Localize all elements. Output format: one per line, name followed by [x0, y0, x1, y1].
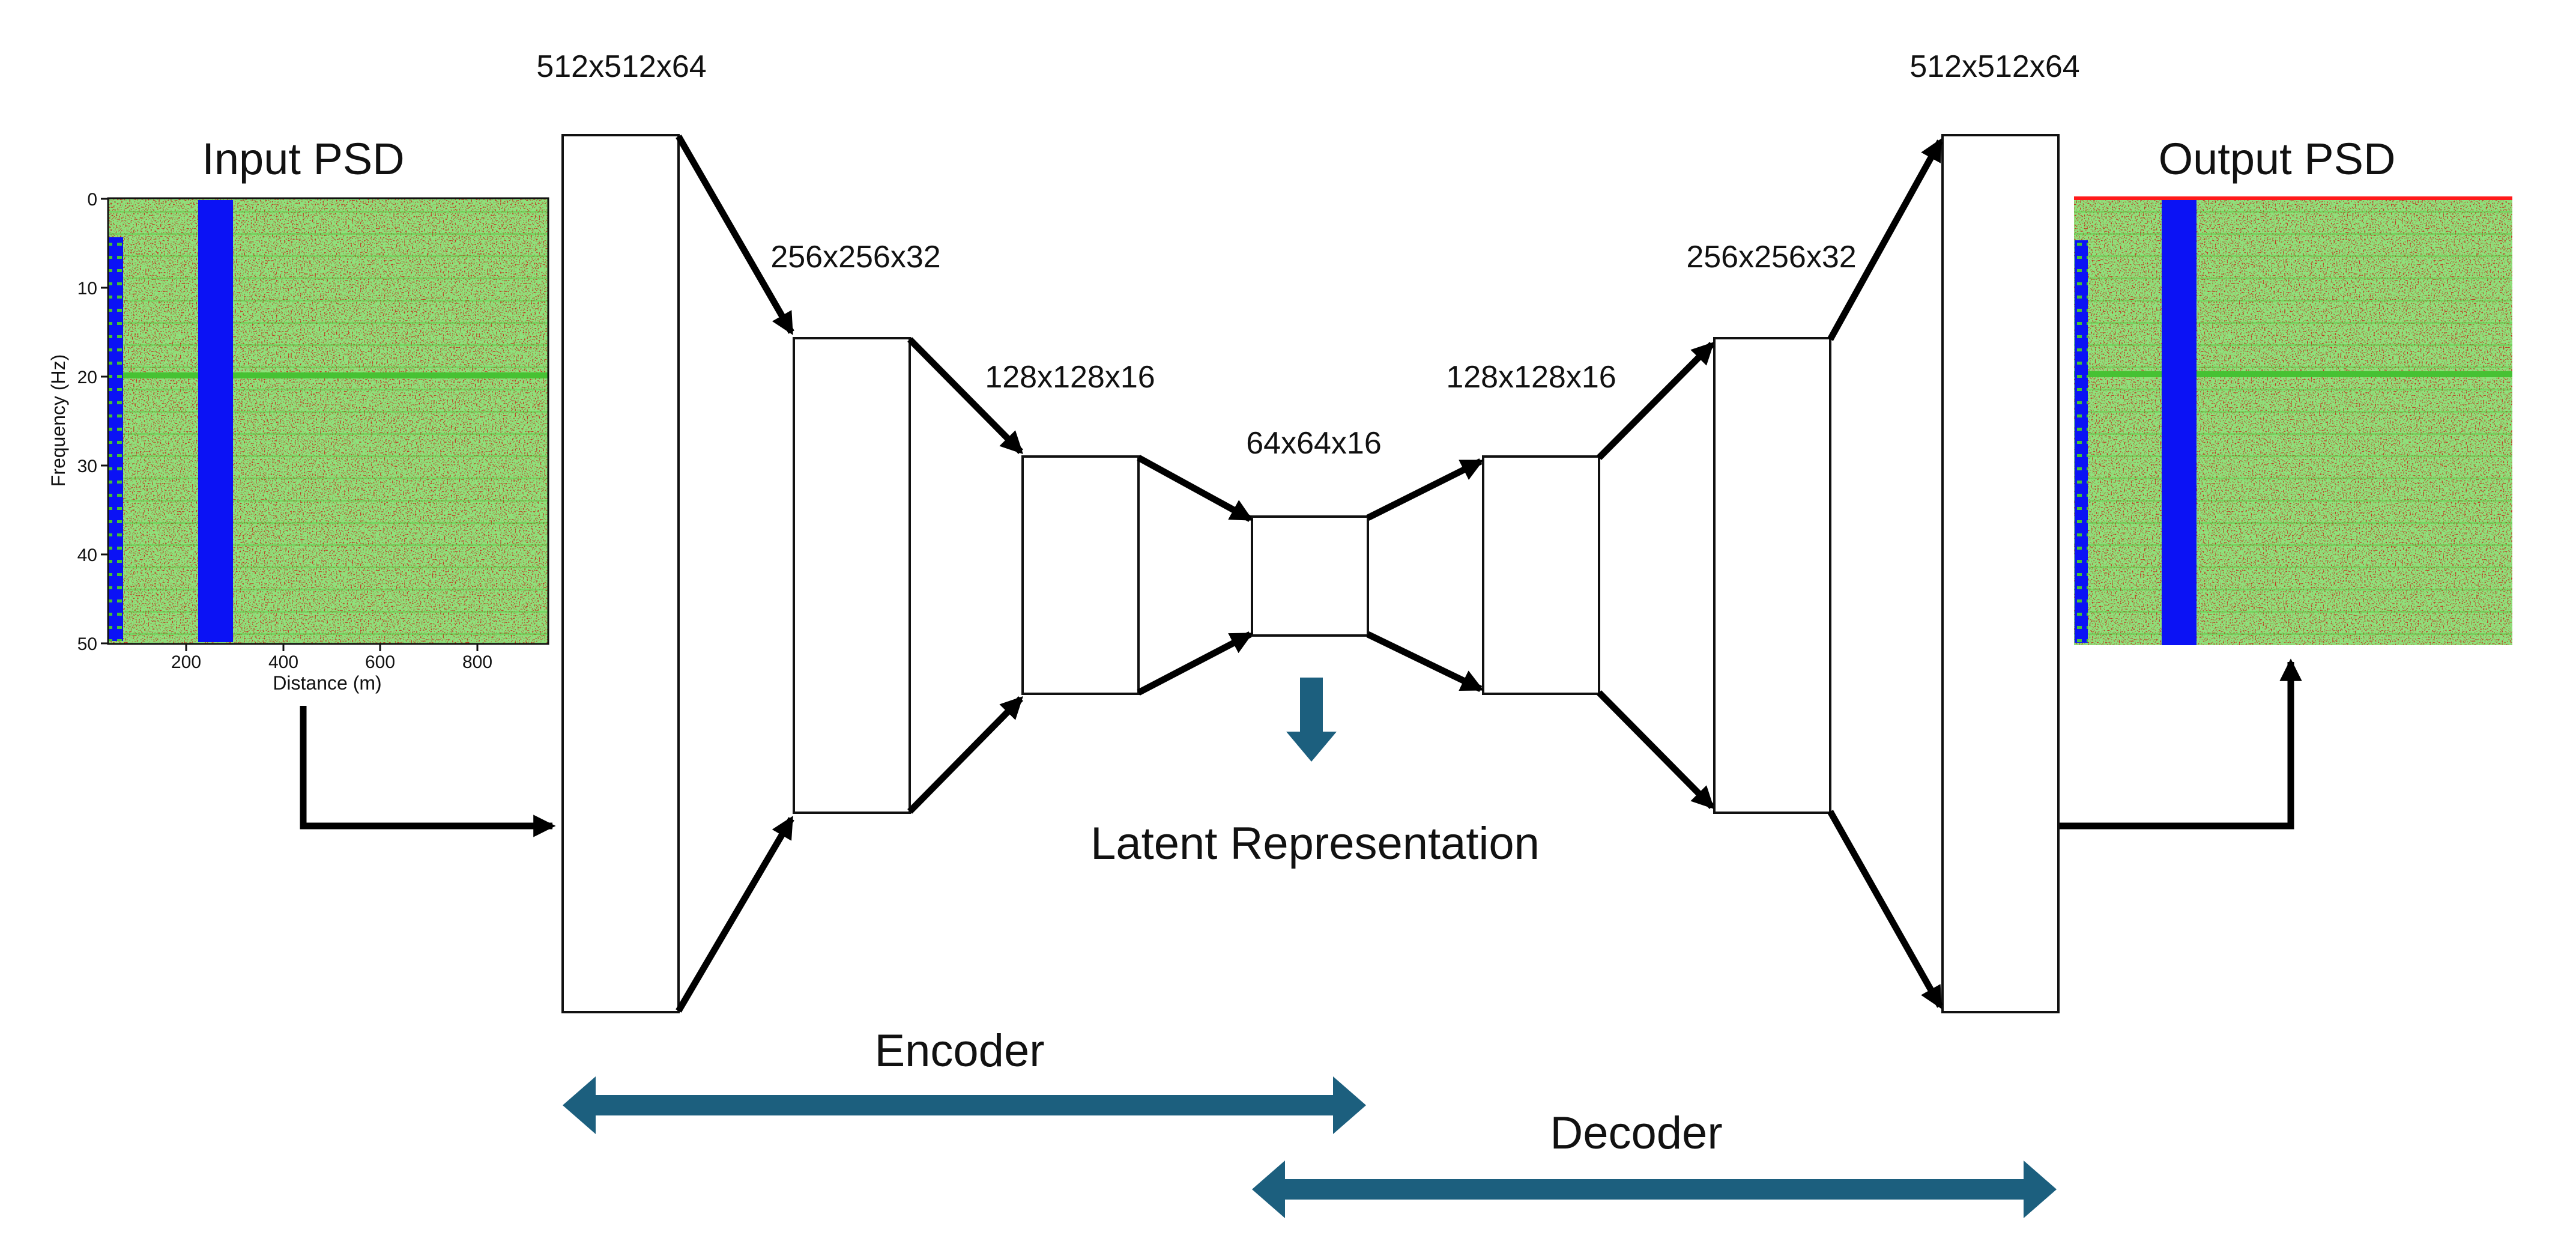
decoder-span-arrow: [1252, 1161, 2057, 1218]
y-tick-50: 50: [77, 634, 97, 654]
encoder-layer-512: [561, 134, 680, 1013]
input-psd-heatmap: [107, 197, 549, 645]
bottleneck-layer-64: [1251, 515, 1369, 637]
encoder-label: Encoder: [874, 1025, 1044, 1076]
input-psd-left-edge: [109, 237, 123, 641]
y-tick-20: 20: [77, 368, 97, 387]
dim-label-enc-256: 256x256x32: [770, 240, 940, 275]
dim-label-bottleneck: 64x64x16: [1246, 426, 1382, 461]
dim-label-enc-512: 512x512x64: [536, 49, 706, 84]
enc-arrow-2-top: [907, 337, 1023, 454]
x-axis-label: Distance (m): [273, 672, 381, 694]
decoder-layer-128: [1482, 455, 1600, 695]
decoder-layer-256: [1713, 337, 1831, 814]
output-psd-plot: Output PSD: [2074, 134, 2512, 645]
latent-representation-label: Latent Representation: [1090, 818, 1540, 869]
y-tick-10: 10: [77, 279, 97, 299]
enc-arrow-2-bottom: [907, 696, 1023, 814]
x-tick-600: 600: [365, 652, 395, 672]
input-to-encoder-arrow: [300, 706, 556, 837]
y-axis-label: Frequency (Hz): [47, 354, 69, 487]
dec-arrow-3-top: [1827, 138, 1943, 341]
dec-arrow-2-top: [1597, 342, 1714, 460]
output-psd-blue-band: [2162, 200, 2197, 645]
dim-label-dec-512: 512x512x64: [1909, 49, 2079, 84]
output-psd-title: Output PSD: [2159, 134, 2396, 184]
enc-arrow-3-bottom: [1137, 631, 1253, 696]
dim-label-enc-128: 128x128x16: [985, 360, 1155, 395]
x-tick-400: 400: [268, 652, 298, 672]
x-tick-800: 800: [462, 652, 492, 672]
enc-arrow-1-bottom: [676, 816, 794, 1013]
enc-arrow-1-top: [676, 135, 794, 335]
decoder-label: Decoder: [1550, 1108, 1722, 1159]
layer-connectors: [676, 135, 1943, 1013]
encoder-layer-256: [793, 337, 911, 814]
output-psd-left-edge: [2075, 240, 2088, 643]
output-psd-green-line: [2074, 371, 2512, 377]
dec-arrow-3-bottom: [1827, 810, 1943, 1009]
input-psd-green-line: [108, 372, 548, 378]
dim-label-dec-128: 128x128x16: [1446, 360, 1616, 395]
x-tick-200: 200: [171, 652, 201, 672]
dim-label-dec-256: 256x256x32: [1686, 240, 1856, 275]
dec-arrow-1-top: [1366, 458, 1484, 521]
dec-arrow-2-bottom: [1597, 690, 1714, 809]
latent-down-arrow: [1286, 678, 1337, 762]
decoder-layer-512: [1941, 134, 2060, 1013]
input-psd-blue-band: [198, 200, 233, 642]
y-tick-0: 0: [87, 190, 97, 210]
input-psd-y-axis: 0 10 20 30 40 50 Frequency (Hz): [47, 190, 108, 654]
encoder-span-arrow: [563, 1076, 1366, 1134]
y-tick-40: 40: [77, 545, 97, 565]
enc-arrow-3-top: [1137, 455, 1253, 522]
encoder-layer-128: [1021, 455, 1140, 695]
input-psd-plot: Input PSD 0 10 20 30 40 50 Frequency (Hz…: [47, 134, 549, 694]
decoder-to-output-arrow: [2057, 658, 2302, 830]
output-psd-heatmap: [2074, 196, 2512, 645]
y-tick-30: 30: [77, 457, 97, 476]
input-psd-title: Input PSD: [202, 134, 404, 184]
input-psd-x-axis: 200 400 600 800 Distance (m): [171, 644, 492, 694]
dec-arrow-1-bottom: [1366, 631, 1484, 692]
